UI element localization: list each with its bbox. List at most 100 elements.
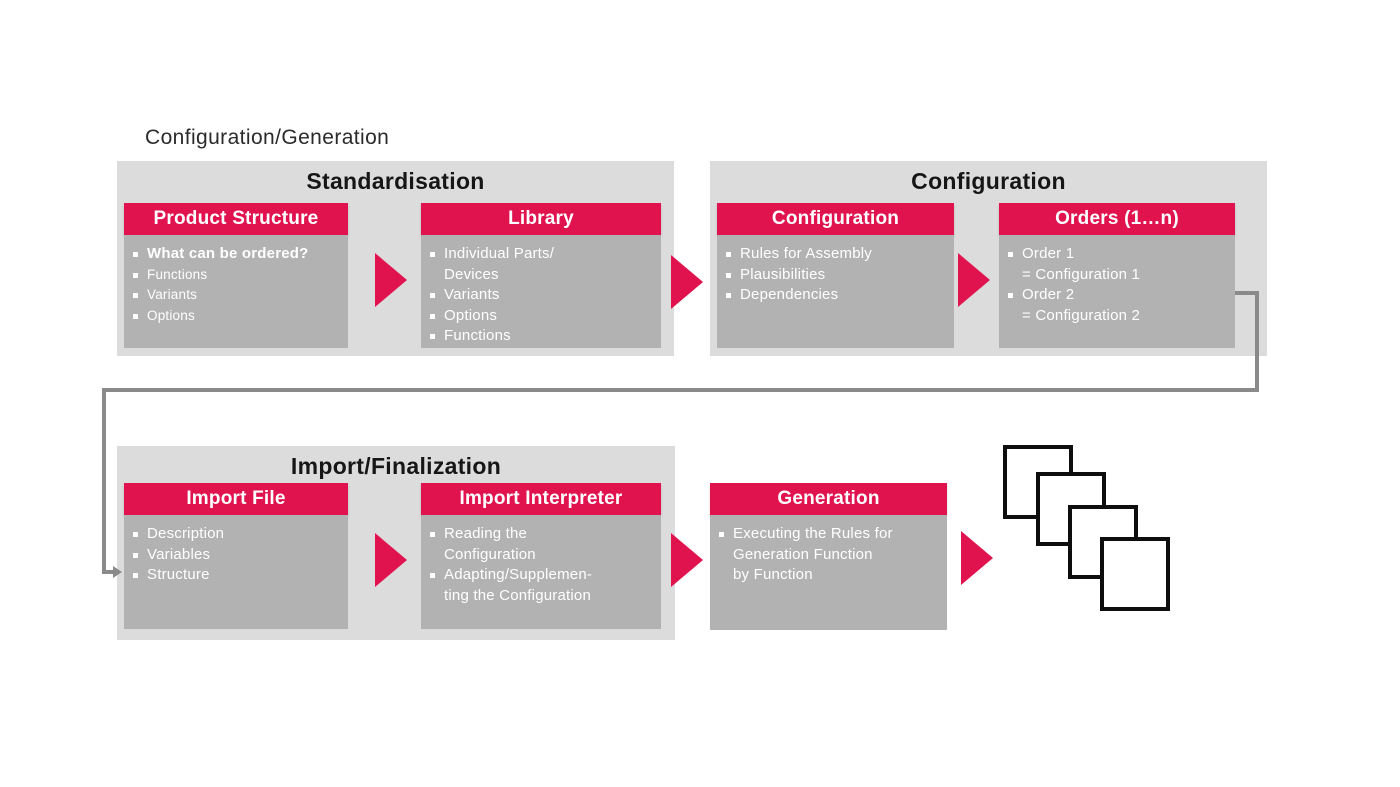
bullet-text: Individual Parts/ [444, 245, 555, 262]
bullet-square-icon [430, 334, 435, 339]
bullet-square-icon [1008, 293, 1013, 298]
box-header-import-interpreter: Import Interpreter [421, 483, 661, 515]
bullet-item-continuation: by Function [718, 565, 941, 586]
box-orders: Orders (1…n) Order 1 = Configuration 1 O… [999, 203, 1235, 348]
bullet-text: Rules for Assembly [740, 245, 872, 262]
box-header-generation: Generation [710, 483, 947, 515]
bullet-text: Structure [147, 566, 210, 583]
bullet-text: Functions [444, 327, 511, 344]
bullet-text: Order 1 [1022, 245, 1075, 262]
bullet-text: Executing the Rules for [733, 525, 893, 542]
bullet-text: Variants [147, 287, 198, 302]
box-import-interpreter: Import Interpreter Reading the Configura… [421, 483, 661, 629]
bullet-text: Plausibilities [740, 265, 826, 283]
bullet-item-continuation: Devices [429, 265, 655, 286]
page-title: Configuration/Generation [145, 126, 390, 149]
bullet-square-icon [726, 252, 731, 257]
bullet-item: Dependencies [725, 285, 948, 306]
connector-line [1255, 291, 1259, 392]
bullet-square-icon [133, 252, 138, 257]
group-title-standardisation: Standardisation [306, 168, 485, 194]
bullet-text: Variables [147, 545, 211, 563]
box-header-configuration: Configuration [717, 203, 954, 235]
bullet-text: Description [147, 525, 225, 542]
bullet-text: ting the Configuration [444, 586, 591, 604]
bullet-item: What can be ordered? [132, 244, 342, 265]
bullet-square-icon [133, 532, 138, 537]
bullet-text: Options [147, 307, 195, 323]
bullet-item-continuation: = Configuration 2 [1007, 306, 1229, 327]
box-product-structure: Product Structure What can be ordered? F… [124, 203, 348, 348]
bullet-item: Options [132, 306, 342, 327]
bullet-square-icon [133, 573, 138, 578]
bullet-text: Options [444, 306, 498, 324]
bullet-item-continuation: Generation Function [718, 545, 941, 566]
flow-arrow-icon [671, 533, 703, 587]
flow-arrow-icon [375, 533, 407, 587]
bullet-item: Variants [429, 285, 655, 306]
bullet-text: by Function [733, 566, 813, 583]
bullet-square-icon [133, 313, 138, 319]
bullet-item-continuation: = Configuration 1 [1007, 265, 1229, 286]
box-body-import-file: Description Variables Structure [124, 515, 348, 629]
bullet-text: = Configuration 2 [1022, 306, 1141, 324]
output-documents-stack-icon [1100, 537, 1170, 611]
bullet-text: Adapting/Supplemen- [444, 566, 593, 583]
bullet-square-icon [719, 532, 724, 537]
bullet-text: Generation Function [733, 545, 873, 563]
bullet-square-icon [1008, 252, 1013, 257]
flow-arrow-icon [671, 255, 703, 309]
flow-arrow-icon [958, 253, 990, 307]
group-title-import-finalization: Import/Finalization [290, 453, 502, 479]
box-body-orders: Order 1 = Configuration 1 Order 2 = Conf… [999, 235, 1235, 348]
connector-arrowhead-icon [113, 566, 122, 578]
bullet-text: Variants [444, 286, 500, 303]
bullet-item: Order 1 [1007, 244, 1229, 265]
bullet-item: Description [132, 524, 342, 545]
bullet-square-icon [726, 293, 731, 298]
box-header-product-structure: Product Structure [124, 203, 348, 235]
connector-line [102, 570, 113, 574]
bullet-item-continuation: ting the Configuration [429, 586, 655, 607]
bullet-square-icon [430, 293, 435, 298]
bullet-square-icon [430, 532, 435, 537]
bullet-text: Functions [147, 266, 208, 282]
connector-line [102, 388, 1259, 392]
bullet-item: Reading the [429, 524, 655, 545]
box-library: Library Individual Parts/ Devices Varian… [421, 203, 661, 348]
bullet-item: Structure [132, 565, 342, 586]
bullet-text: Dependencies [740, 286, 839, 303]
box-import-file: Import File Description Variables Struct… [124, 483, 348, 629]
box-body-import-interpreter: Reading the Configuration Adapting/Suppl… [421, 515, 661, 629]
bullet-text: Configuration [444, 545, 536, 563]
bullet-item-continuation: Configuration [429, 545, 655, 566]
group-title-configuration: Configuration [911, 168, 1066, 194]
bullet-square-icon [133, 293, 138, 298]
box-header-orders: Orders (1…n) [999, 203, 1235, 235]
box-body-product-structure: What can be ordered? Functions Variants … [124, 235, 348, 348]
box-header-library: Library [421, 203, 661, 235]
bullet-item: Plausibilities [725, 265, 948, 286]
bullet-square-icon [430, 573, 435, 578]
bullet-text: What can be ordered? [147, 245, 309, 262]
bullet-square-icon [726, 272, 731, 278]
bullet-square-icon [430, 252, 435, 257]
box-body-generation: Executing the Rules for Generation Funct… [710, 515, 947, 630]
connector-line [1235, 291, 1259, 295]
bullet-item: Executing the Rules for [718, 524, 941, 545]
bullet-text: Devices [444, 265, 499, 283]
bullet-text: = Configuration 1 [1022, 265, 1141, 283]
flow-arrow-icon [375, 253, 407, 307]
bullet-item: Functions [429, 326, 655, 347]
bullet-item: Variables [132, 545, 342, 566]
bullet-square-icon [133, 272, 138, 278]
bullet-text: Reading the [444, 525, 528, 542]
bullet-item: Functions [132, 265, 342, 286]
box-body-configuration: Rules for Assembly Plausibilities Depend… [717, 235, 954, 348]
box-configuration: Configuration Rules for Assembly Plausib… [717, 203, 954, 348]
bullet-text: Order 2 [1022, 286, 1075, 303]
bullet-item: Rules for Assembly [725, 244, 948, 265]
bullet-item: Variants [132, 285, 342, 306]
box-body-library: Individual Parts/ Devices Variants Optio… [421, 235, 661, 348]
